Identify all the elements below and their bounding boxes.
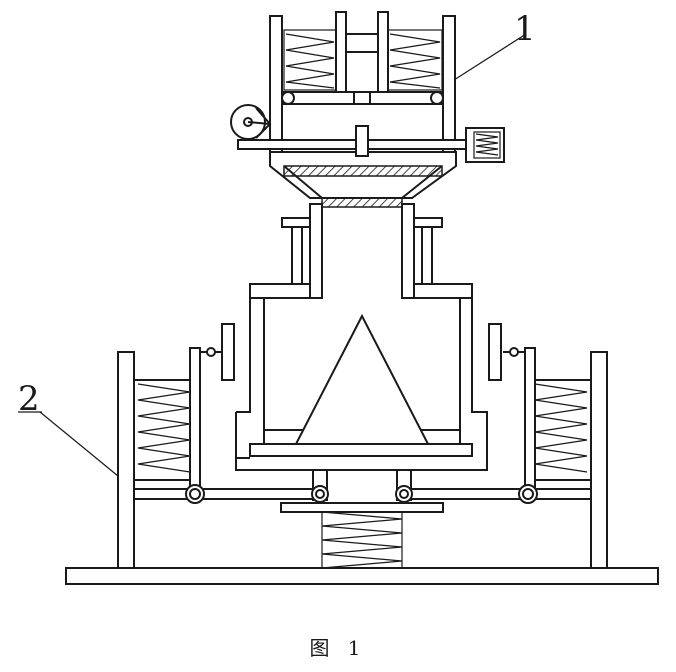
leader-line-1 (453, 33, 527, 81)
figure-caption: 图 1 (309, 636, 367, 660)
right-link-bar (524, 347, 536, 489)
top-left-spring-box (283, 29, 337, 91)
side-spring (475, 133, 499, 156)
roller-right-inner-hub (399, 489, 409, 499)
left-side-spring (137, 383, 191, 473)
center-spring-plate (280, 502, 444, 513)
top-right-spring (389, 33, 441, 89)
chute-left-wall (309, 203, 323, 299)
part-label-1: 1 (514, 9, 536, 49)
beam-center-hub (353, 91, 371, 105)
roller-right-outer-hub (522, 488, 534, 500)
chute-right-flange-post (421, 226, 433, 285)
feed-box-center-right (377, 11, 389, 95)
push-rod (237, 139, 467, 150)
feed-box-center-left (335, 11, 347, 95)
chute-left-flange (281, 217, 311, 228)
beam-right-pulley (430, 91, 444, 105)
base-plate (65, 567, 659, 585)
hopper-outer-wall-left (236, 283, 310, 413)
top-left-spring (285, 33, 335, 89)
hopper-bottom-lip (235, 412, 250, 459)
roller-left-inner-hub (315, 489, 325, 499)
feed-box-right-wall (442, 15, 456, 153)
leader-line-2 (39, 411, 119, 477)
left-link-bar (189, 347, 201, 489)
dispersing-cone (294, 313, 430, 445)
left-tie-rod (133, 488, 325, 500)
top-right-spring-box (387, 29, 443, 91)
cam-arm (247, 121, 271, 125)
push-rod-stem (355, 125, 369, 157)
left-post (117, 351, 135, 569)
chute-right-flange (413, 217, 443, 228)
hopper-tray (249, 443, 473, 457)
center-spring (321, 511, 403, 569)
right-vibrator-pad (488, 323, 502, 381)
hopper-outer-wall (235, 283, 488, 471)
lower-screen (321, 197, 403, 208)
right-tie-rod (401, 488, 592, 500)
right-post (590, 351, 608, 569)
chute-right-wall (401, 203, 415, 299)
upper-screen (283, 165, 443, 177)
beam-left-pulley (281, 91, 295, 105)
mechanism-drawing: 1 2 (18, 9, 659, 585)
side-spring-inner (473, 131, 501, 159)
feed-box-left-wall (269, 15, 283, 153)
right-link-pin (509, 347, 519, 357)
part-label-2: 2 (18, 379, 40, 419)
left-link-pin (206, 347, 216, 357)
chute-left-flange-post (291, 226, 303, 285)
left-vibrator-pad (221, 323, 235, 381)
roller-left-outer-hub (189, 488, 201, 500)
right-side-spring (534, 383, 588, 473)
feed-box-center-block (345, 33, 379, 53)
